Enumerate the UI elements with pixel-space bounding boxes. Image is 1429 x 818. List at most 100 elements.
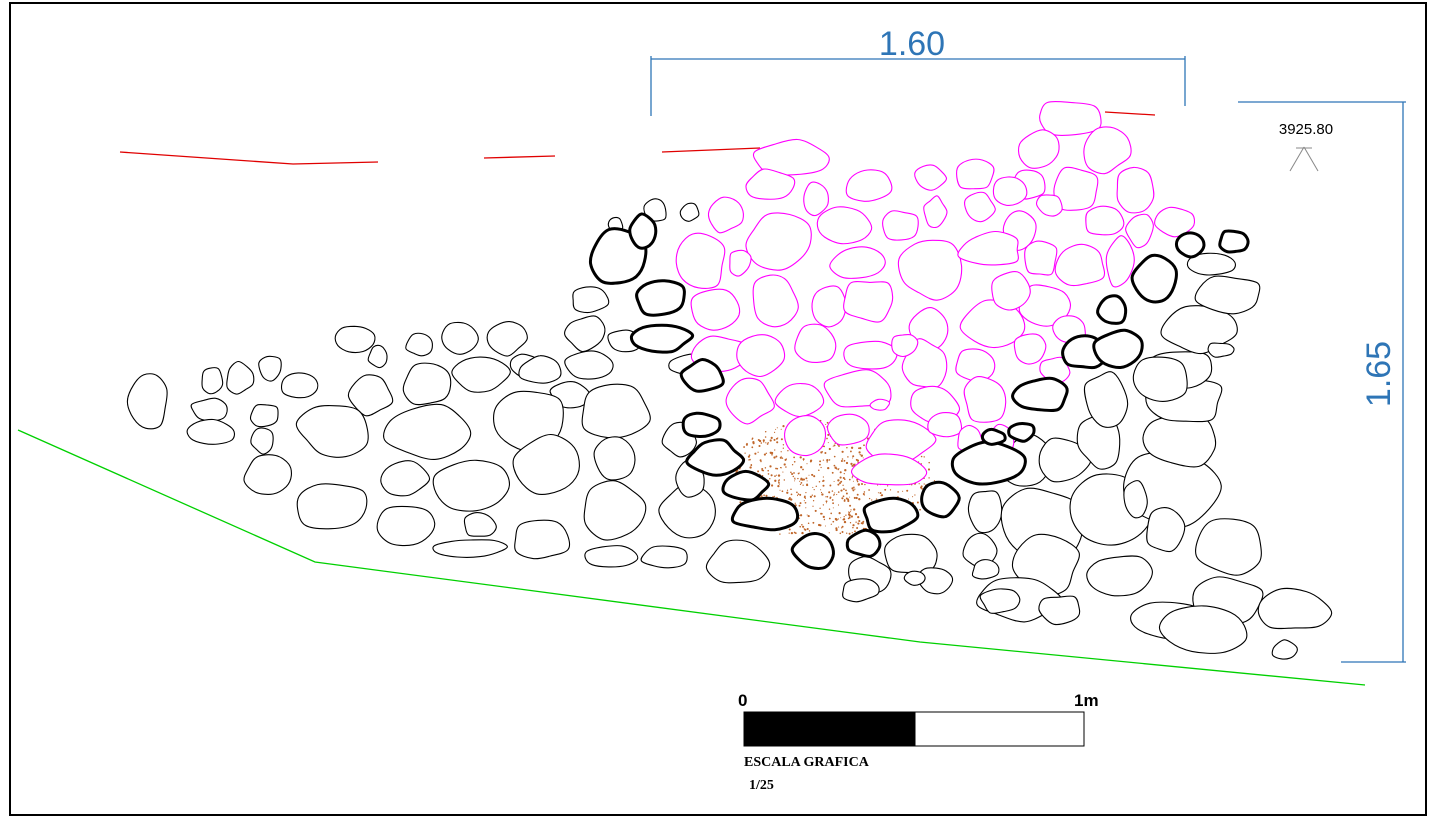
fill-dot: [848, 532, 851, 535]
width-dimension-label: 1.60: [879, 25, 945, 63]
fill-dot: [765, 452, 768, 455]
fill-dot: [862, 457, 864, 459]
fill-dot: [778, 483, 780, 485]
wall-stone: [463, 512, 497, 537]
fill-dot: [837, 504, 840, 506]
scale-bar-end-label: 1m: [1074, 691, 1099, 710]
fill-dot: [864, 483, 866, 486]
fill-dot: [833, 455, 836, 458]
fill-dot: [839, 482, 841, 485]
wall-stone: [564, 315, 606, 353]
fill-dot: [843, 520, 847, 524]
fill-dot: [767, 469, 769, 472]
fill-dot: [853, 508, 856, 511]
fill-dot: [833, 464, 836, 467]
fill-dot: [824, 525, 826, 527]
fill-dot: [914, 494, 916, 496]
fill-dot: [797, 477, 799, 480]
fill-dot: [839, 476, 842, 479]
red-level-lines: [119, 111, 1156, 165]
infill-stone: [774, 382, 825, 418]
facing-stone: [685, 438, 746, 477]
fill-dot: [846, 446, 848, 449]
facing-stone: [1096, 294, 1128, 325]
fill-dot: [790, 493, 793, 496]
fill-dot: [823, 518, 826, 521]
fill-dot: [810, 459, 813, 462]
height-dimension: [1238, 101, 1406, 663]
fill-dot: [802, 468, 804, 471]
wall-stone: [1160, 305, 1238, 355]
fill-dot: [884, 488, 887, 491]
fill-dot: [764, 430, 767, 433]
fill-dot: [821, 451, 824, 453]
fill-dot: [868, 497, 871, 500]
infill-stone: [957, 230, 1019, 266]
fill-dot: [813, 488, 815, 491]
fill-dot: [774, 479, 777, 482]
fill-dot: [852, 526, 854, 529]
wall-stone: [705, 539, 771, 584]
fill-dot: [828, 532, 830, 534]
fill-dot: [782, 444, 785, 446]
fill-dot: [843, 499, 846, 502]
fill-dot: [918, 483, 920, 485]
wall-stone: [402, 362, 452, 406]
fill-dot: [774, 475, 776, 477]
fill-dot: [803, 500, 805, 502]
fill-dot: [854, 488, 856, 490]
fill-dot: [862, 520, 865, 523]
fill-dot: [841, 497, 844, 500]
fill-dot: [829, 497, 831, 500]
fill-dot: [759, 459, 762, 462]
infill-stone: [803, 181, 829, 217]
wall-stone: [512, 433, 580, 495]
fill-dot: [771, 484, 774, 487]
fill-dot: [779, 456, 782, 459]
fill-dot: [815, 485, 818, 488]
wall-stone: [564, 350, 614, 380]
fill-dot: [799, 456, 802, 459]
fill-dot: [840, 489, 843, 492]
fill-dot: [858, 447, 860, 449]
fill-dot: [829, 484, 832, 487]
fill-dot: [858, 451, 861, 454]
wall-stone: [250, 427, 274, 455]
width-dimension: [650, 56, 1186, 116]
infill-stone: [923, 195, 948, 229]
fill-dot: [779, 489, 781, 491]
fill-dot: [852, 489, 855, 492]
fill-dot: [902, 490, 904, 492]
fill-dot: [774, 431, 776, 433]
infill-stone: [955, 348, 996, 383]
fill-dot: [836, 494, 838, 496]
fill-dot: [780, 455, 782, 457]
elevation-label: 3925.80: [1279, 121, 1333, 138]
fill-dot: [837, 518, 839, 520]
fill-dot: [857, 483, 860, 486]
fill-dot: [820, 489, 822, 491]
fill-dot: [769, 439, 772, 442]
fill-dot: [751, 446, 754, 449]
fill-dot: [842, 495, 845, 498]
facing-stone: [681, 411, 722, 439]
fill-dot: [785, 466, 787, 468]
fill-dot: [828, 508, 831, 510]
fill-dot: [886, 485, 889, 487]
wall-stone: [967, 490, 1003, 534]
fill-dot: [800, 477, 803, 480]
infill-stone: [1105, 235, 1135, 288]
fill-dot: [766, 443, 769, 445]
fill-dot: [806, 480, 808, 482]
fill-dot: [767, 473, 770, 475]
fill-dot: [775, 474, 777, 476]
fill-dot: [838, 526, 840, 528]
fill-dot: [846, 532, 848, 534]
fill-dot: [814, 509, 817, 512]
fill-dot: [808, 530, 811, 532]
fill-dot: [825, 496, 827, 498]
fill-dot: [799, 514, 803, 517]
fill-dot: [748, 454, 751, 457]
fill-dot: [822, 479, 825, 482]
